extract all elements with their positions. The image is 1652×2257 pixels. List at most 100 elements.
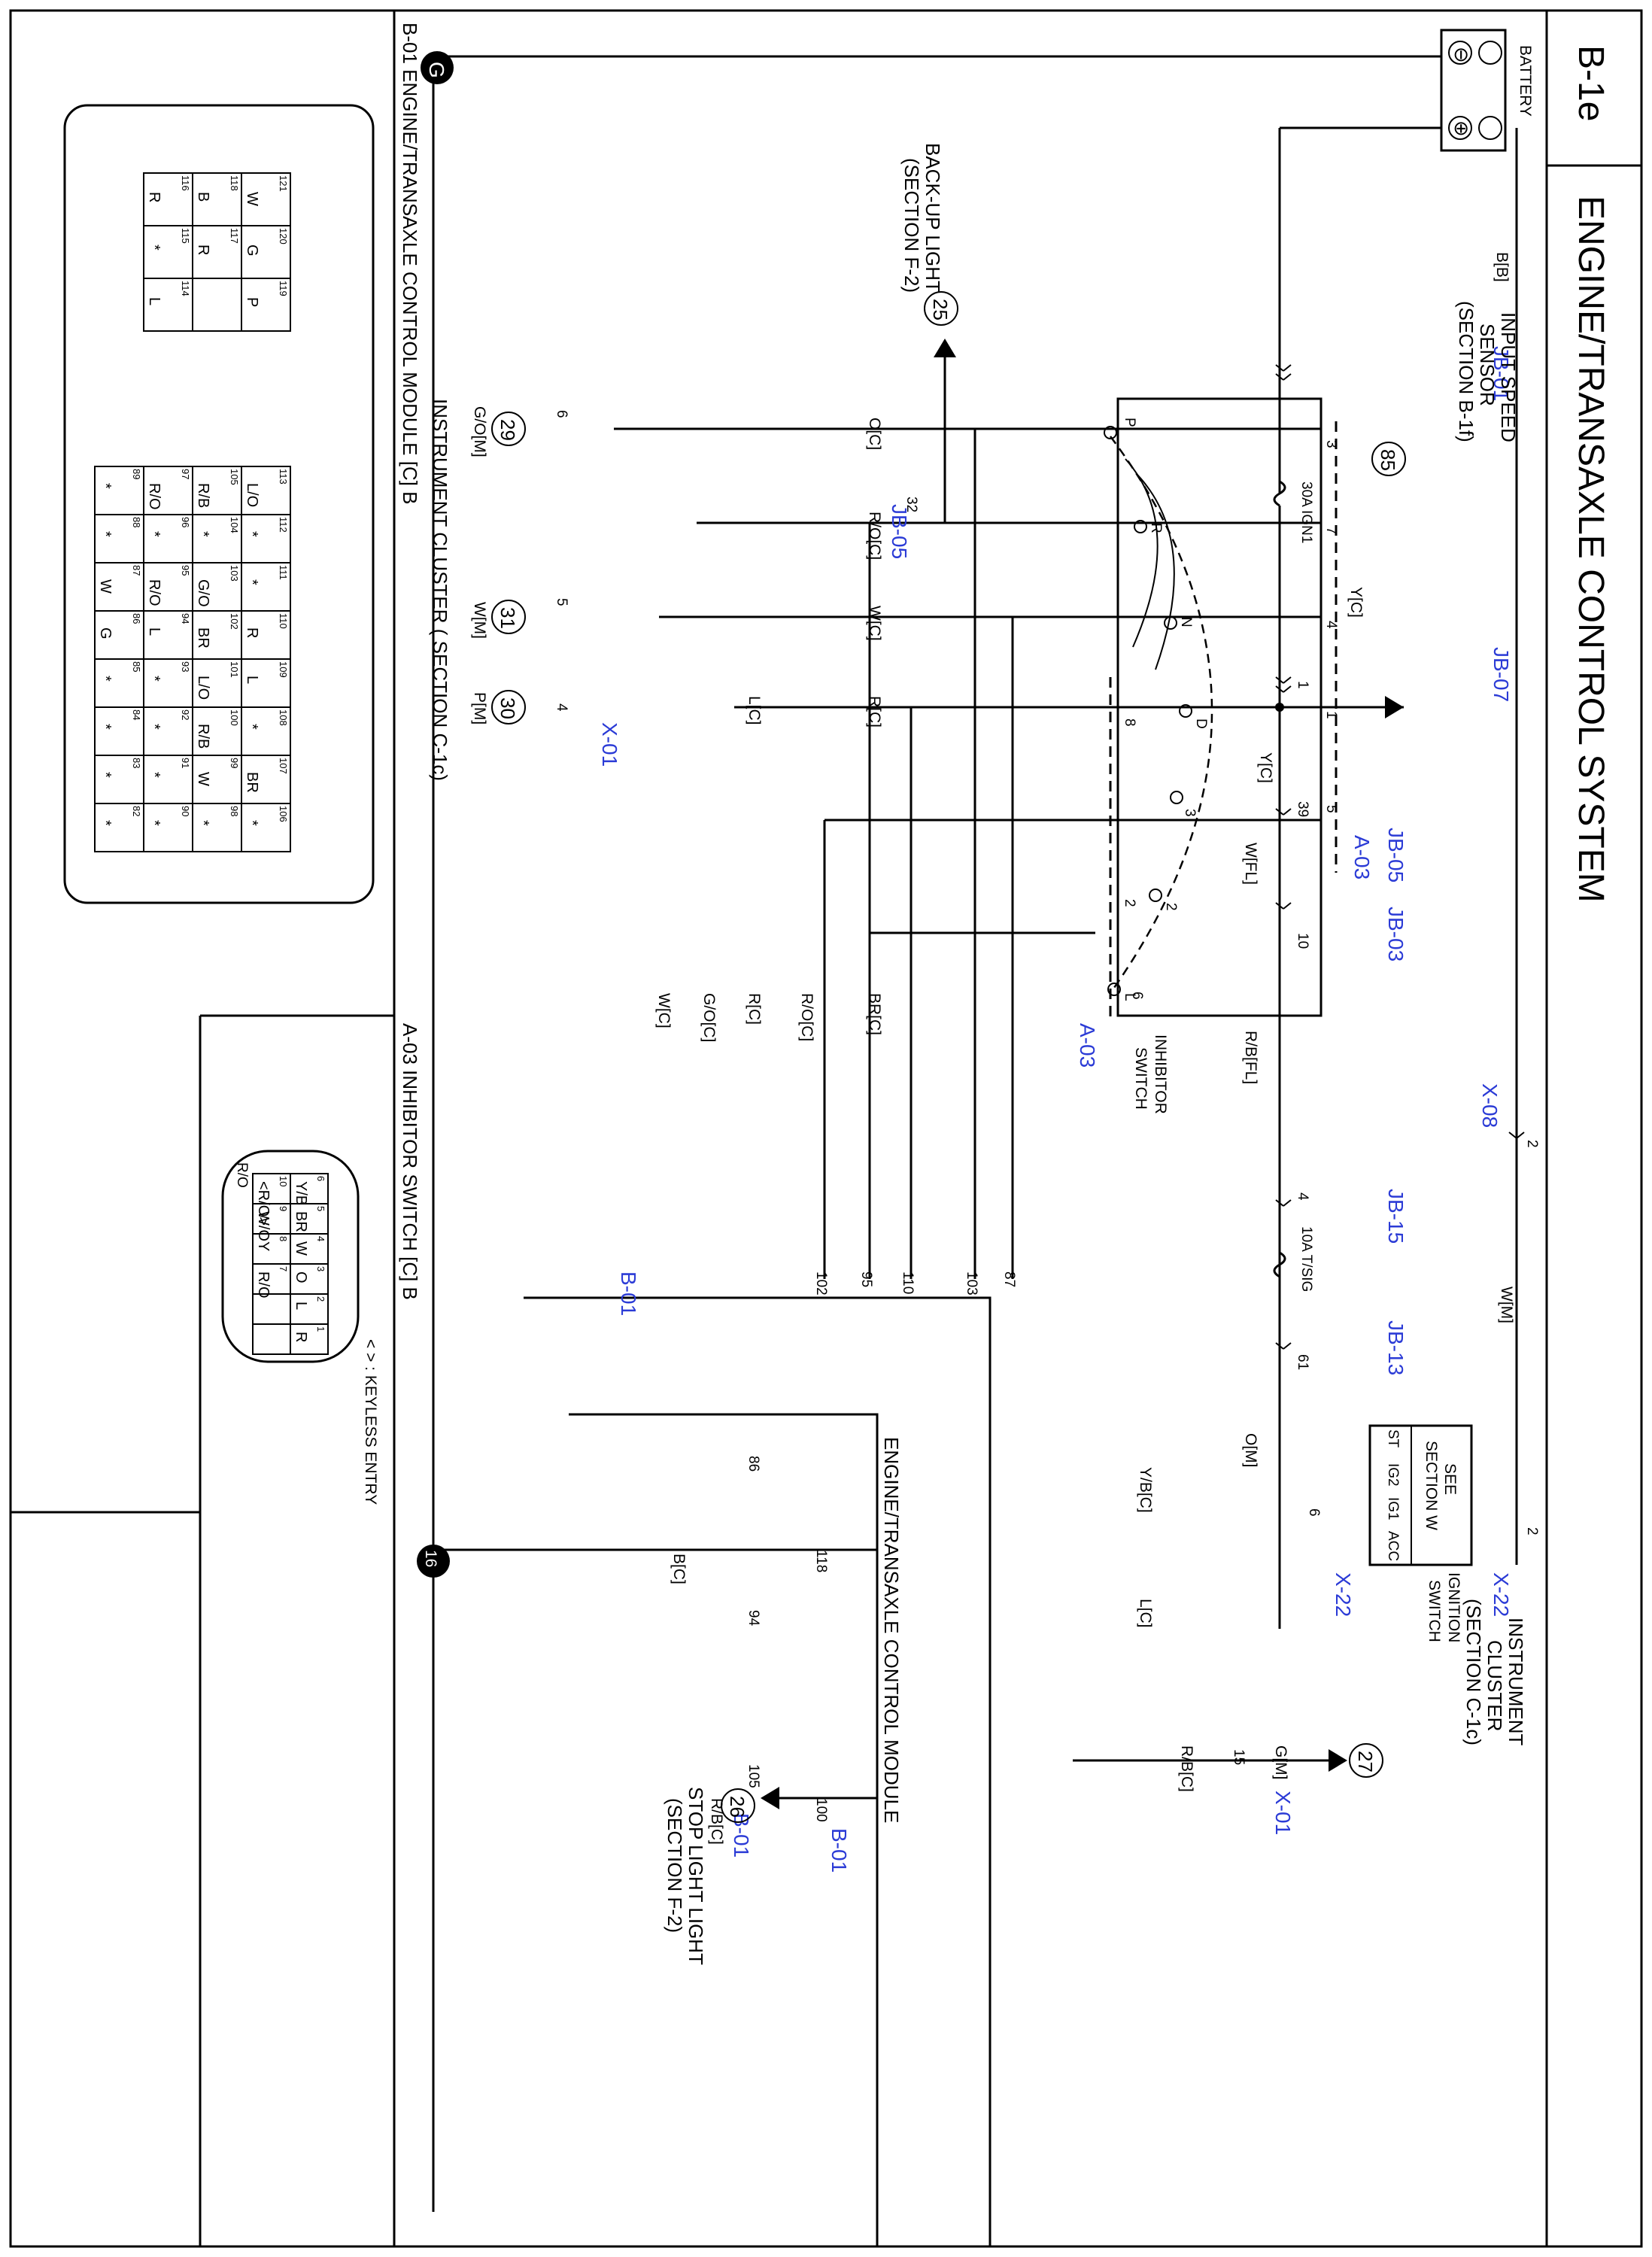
arrow-to-25 [934, 339, 956, 357]
pin-x08-2: 2 [1524, 1140, 1540, 1148]
cluster-right-l1: INSTRUMENT [1505, 1618, 1527, 1746]
inh-pin-number: 10 [278, 1176, 289, 1186]
sw-pin-7: 7 [1323, 527, 1339, 535]
ecm-pin-118: 118 [813, 1550, 829, 1572]
ecm-b2-pin-color: G [97, 627, 114, 639]
battery-negative-terminal [1448, 41, 1472, 65]
b-pin-102: 102 [813, 1271, 829, 1296]
cluster-right-l2: CLUSTER [1483, 1640, 1506, 1731]
wire-color-ybc: Y/B[C] [1137, 1467, 1154, 1513]
ref-31-circle [491, 600, 526, 634]
connector-jb15-symbol [1275, 1199, 1292, 1207]
selector-arc [1109, 436, 1213, 994]
ign-pos-st: ST [1385, 1429, 1401, 1448]
pos-3: 3 [1182, 809, 1198, 817]
connector-jb03-symbol [1275, 902, 1292, 910]
stop-light-l2: (SECTION F-2) [664, 1798, 686, 1933]
sw-pin-2: 2 [1122, 899, 1137, 907]
ecm-b2-pin-number: 100 [229, 709, 240, 726]
wire-color-rbc: R/B[C] [1178, 1745, 1195, 1792]
pos-r: R [1148, 523, 1164, 533]
connector-jb05-symbol [1275, 808, 1292, 816]
ecm-b2-pin-number: 102 [229, 613, 240, 630]
pin-15: 15 [1231, 1749, 1247, 1765]
ecm-pin-94: 94 [746, 1610, 761, 1627]
connector-b01-left: B-01 [617, 1271, 640, 1316]
ecm-b1-pin-number: 119 [278, 281, 289, 296]
ecm-b2-pin-color: * [146, 676, 162, 682]
wire-color-rc: R[C] [866, 696, 883, 728]
ecm-b2-pin-color: BR [195, 627, 211, 649]
ecm-pin-105: 105 [746, 1764, 761, 1788]
outer-frame [9, 9, 1643, 2248]
fuse-30a-label: 30A IGN1 [1298, 481, 1314, 543]
battery-label: BATTERY [1517, 45, 1534, 117]
ecm-b2-pin-number: 101 [229, 661, 240, 678]
inh-pin-color: Y [255, 1241, 272, 1251]
ecm-b2-pin-color: * [195, 820, 211, 826]
connector-jb05: JB-05 [1384, 828, 1408, 882]
ecm-b2-pin-number: 98 [229, 806, 240, 816]
ecm-b2-pin-number: 110 [278, 613, 289, 629]
ecm-connector-block-2: 113L/O112*111*110R109L108*107BR106*105R/… [94, 466, 291, 852]
fuse-10a-symbol [1273, 1251, 1286, 1278]
ecm-b2-pin-number: 111 [278, 565, 289, 580]
pin-32: 32 [903, 497, 919, 512]
ecm-b2-pin-number: 105 [229, 469, 240, 485]
ecm-b2-pin-color: * [97, 724, 114, 730]
pin-39: 39 [1295, 801, 1310, 817]
ignition-see-l2: SECTION W [1423, 1441, 1440, 1530]
inhibitor-connector-title: A-03 INHIBITOR SWITCH [C] B [399, 1023, 421, 1300]
ecm-b2-pin-number: 106 [278, 806, 289, 822]
ecm-b1-pin-number: 117 [229, 228, 240, 244]
battery-negative-ring [1478, 41, 1502, 65]
connector-jb13-symbol [1275, 1342, 1292, 1350]
ref-25-circle [924, 291, 958, 326]
b-pin-95: 95 [858, 1271, 874, 1287]
ref-85-circle [1371, 442, 1406, 476]
ecm-b2-pin-color: * [244, 579, 260, 585]
wire-color-wm: W[M] [1498, 1286, 1515, 1323]
cluster-left-label: INSTRUMENT CLUSTER ( SECTION C-1c) [429, 399, 451, 781]
connector-b01-right: B-01 [730, 1813, 753, 1858]
inh-pin-number: 9 [278, 1206, 289, 1211]
ref-27-circle [1349, 1743, 1383, 1778]
ecm-connector-title: B-01 ENGINE/TRANSAXLE CONTROL MODULE [C]… [399, 23, 421, 505]
ecm-b1-pin-number: 118 [229, 175, 240, 191]
inhibitor-label-l1: INHIBITOR [1152, 1034, 1169, 1114]
wire-color-rbfl: R/B[FL] [1242, 1031, 1259, 1084]
ref-27: 27 [1354, 1751, 1377, 1772]
ecm-outline-inner [569, 1413, 879, 2246]
wire-color-om: O[M] [1242, 1433, 1259, 1468]
ecm-b1-pin-color: R [195, 245, 211, 255]
ecm-b1-pin-number: 114 [180, 281, 191, 296]
pos-d: D [1193, 718, 1209, 729]
ecm-b2-pin-color: G/O [195, 579, 211, 607]
ecm-b2-pin-number: 104 [229, 517, 240, 533]
sw-pin-1: 1 [1323, 711, 1339, 719]
ecm-b2-pin-color: L/O [195, 676, 211, 700]
wire-color-lc: L[C] [746, 696, 763, 725]
ecm-b2-pin-number: 88 [131, 517, 142, 527]
section-code: B-1e [1571, 45, 1611, 121]
ecm-b2-cell [94, 803, 144, 852]
sw-pin-5: 5 [1323, 805, 1339, 813]
wire-color-goc-v: G/O[C] [700, 993, 718, 1042]
arrow-to-26 [761, 1787, 779, 1809]
ignition-see-l1: SEE [1441, 1463, 1459, 1495]
inh-cell [252, 1293, 291, 1325]
ecm-b1-pin-color: P [244, 297, 260, 307]
inh-pin-color: W [293, 1241, 309, 1256]
ecm-pin-100: 100 [813, 1798, 829, 1822]
cluster-pin-5: 5 [554, 598, 569, 606]
pin-10: 10 [1295, 933, 1310, 949]
ecm-b2-pin-color: R/O [146, 483, 162, 510]
ecm-b2-pin-color: * [244, 820, 260, 826]
input-speed-sensor-l3: (SECTION B-1f) [1455, 301, 1477, 442]
ecm-b2-pin-color: R/O [146, 579, 162, 606]
ecm-b2-pin-number: 99 [229, 758, 240, 768]
ecm-b2-pin-number: 93 [180, 661, 191, 672]
ecm-b2-pin-color: W [195, 772, 211, 786]
